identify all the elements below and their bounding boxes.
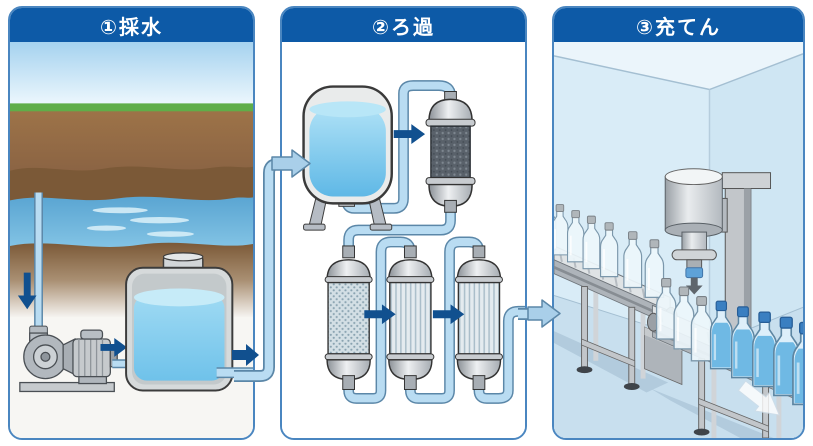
arrow-pump-to-tank-icon bbox=[100, 338, 128, 357]
filling-illustration bbox=[554, 42, 803, 438]
arrow-filter2-to-filter3-icon bbox=[432, 304, 465, 325]
sky bbox=[10, 42, 253, 110]
pipe-filter-to-row bbox=[343, 202, 456, 252]
filter-column-1 bbox=[324, 245, 373, 390]
panel-filling-header: ③充てん bbox=[554, 8, 803, 42]
panel-filtration: ②ろ過 bbox=[280, 6, 527, 440]
filtration-illustration bbox=[282, 42, 525, 438]
panel-filling: ③充てん bbox=[552, 6, 805, 440]
panel-filling-title: ③充てん bbox=[636, 16, 721, 39]
panel-filling-body bbox=[554, 42, 803, 438]
primary-filter-column bbox=[425, 91, 476, 213]
filtration-feed-tank bbox=[302, 85, 393, 231]
panel-filtration-body bbox=[282, 42, 525, 438]
pipe-tank-to-filter bbox=[341, 80, 456, 214]
panel-filtration-header: ②ろ過 bbox=[282, 8, 525, 42]
earth-layer bbox=[10, 111, 253, 175]
pipe-filter1-to-filter2 bbox=[343, 236, 416, 404]
filler-nozzle bbox=[685, 267, 704, 279]
arrow-filter1-to-filter2-icon bbox=[364, 304, 396, 325]
filter-column-3 bbox=[454, 245, 503, 390]
ceiling-edge bbox=[554, 53, 803, 91]
pipe-filter3-to-exit bbox=[473, 305, 525, 404]
panel-intake-header: ①採水 bbox=[10, 8, 253, 42]
groundwater-layer bbox=[10, 196, 253, 252]
panel-intake-title: ①採水 bbox=[100, 16, 163, 39]
filter-column-2 bbox=[386, 245, 435, 390]
fill-arrow-down-icon bbox=[685, 277, 703, 295]
panel-intake-body bbox=[10, 42, 253, 438]
storage-tank bbox=[125, 252, 234, 392]
room-ceiling bbox=[554, 42, 803, 90]
intake-illustration bbox=[10, 42, 253, 438]
grass-strip bbox=[10, 103, 253, 113]
water-ripples bbox=[86, 207, 194, 237]
well-suction-pipe bbox=[29, 192, 48, 335]
panel-intake: ①採水 bbox=[8, 6, 255, 440]
arrow-down-icon bbox=[17, 272, 37, 310]
belt-direction-arrow-icon bbox=[737, 380, 781, 416]
panel-filtration-title: ②ろ過 bbox=[372, 16, 435, 39]
pipe-filter2-to-filter3 bbox=[404, 236, 485, 404]
arrow-tank-to-filter-icon bbox=[393, 124, 426, 144]
